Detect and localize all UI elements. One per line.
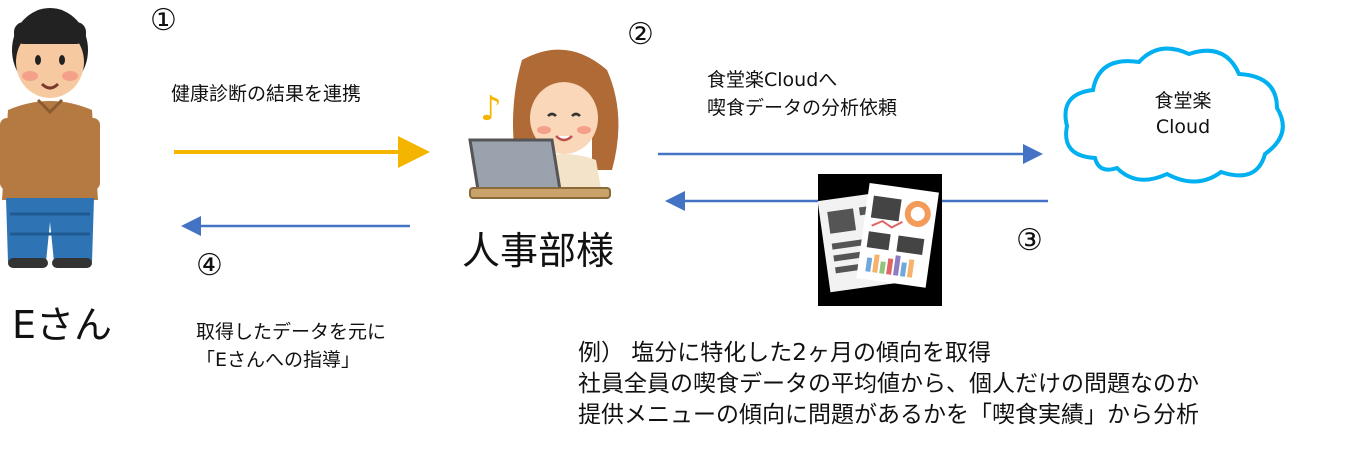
woman-with-laptop-icon: ♪ — [468, 49, 619, 199]
svg-text:♪: ♪ — [480, 89, 502, 129]
step1-label: 健康診断の結果を連携 — [171, 83, 362, 105]
cloud-label-line2: Cloud — [1155, 116, 1211, 138]
step4-label: 取得したデータを元に 「Eさんへの指導」 — [196, 318, 386, 374]
step-3-number: ③ — [1016, 223, 1043, 258]
step4-label-line1: 取得したデータを元に — [196, 321, 387, 343]
step-2-number: ② — [627, 17, 654, 52]
man-icon — [0, 8, 100, 268]
step2-label-line2: 喫食データの分析依頼 — [707, 97, 898, 119]
step-1-number: ① — [150, 3, 177, 38]
step-4-number: ④ — [196, 248, 223, 283]
example-line3: 提供メニューの傾向に問題があるかを「喫食実績」から分析 — [578, 402, 1199, 428]
report-documents-icon — [818, 174, 942, 306]
hr-name: 人事部様 — [462, 229, 615, 273]
example-line1: 例） 塩分に特化した2ヶ月の傾向を取得 — [578, 340, 991, 366]
cloud-icon — [1063, 46, 1285, 184]
person-name: Eさん — [12, 303, 113, 347]
cloud-label: 食堂楽 Cloud — [1113, 88, 1253, 140]
step2-label: 食堂楽Cloudへ 喫食データの分析依頼 — [707, 66, 897, 122]
step4-label-line2: 「Eさんへの指導」 — [196, 349, 361, 371]
cloud-label-line1: 食堂楽 — [1154, 90, 1212, 112]
step2-label-line1: 食堂楽Cloudへ — [707, 69, 838, 91]
example-text: 例） 塩分に特化した2ヶ月の傾向を取得 社員全員の喫食データの平均値から、個人だ… — [578, 338, 1199, 431]
example-line2: 社員全員の喫食データの平均値から、個人だけの問題なのか — [578, 371, 1199, 397]
